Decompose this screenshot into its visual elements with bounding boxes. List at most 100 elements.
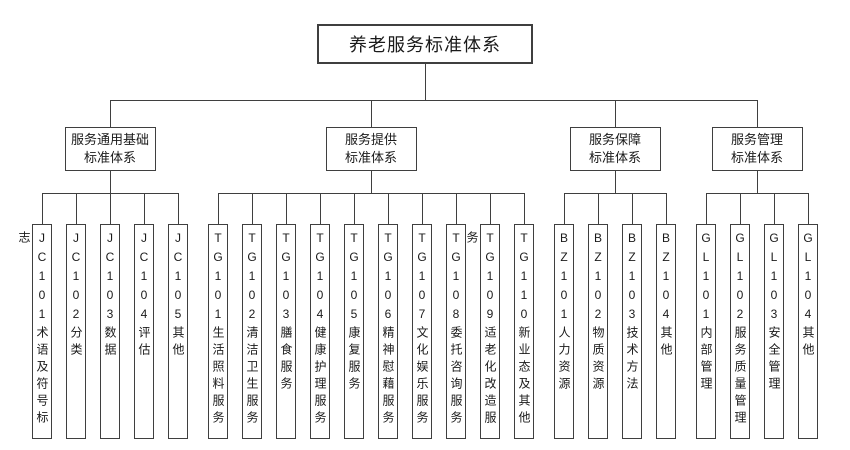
leaf-node: JC103数据: [93, 193, 128, 439]
leaf-label: 生活照料服务: [211, 326, 225, 428]
leaf-box-bz103: BZ103技术方法: [622, 224, 642, 439]
leaf-node: BZ101人力资源: [547, 193, 582, 439]
leaf-code: TG110: [517, 231, 531, 326]
branches-row: 服务通用基础 标准体系 JC101术语及符号标志 JC102分类 JC103数据…: [17, 64, 828, 439]
leaf-box-jc103: JC103数据: [100, 224, 120, 439]
leaf-code: GL102: [733, 231, 747, 326]
leaf-label: 分类: [69, 326, 83, 360]
leaf-node: GL101内部管理: [689, 193, 724, 439]
leaf-box-tg107: TG107文化娱乐服务: [412, 224, 432, 439]
leaf-code: JC102: [69, 231, 83, 326]
leaf-node: TG104健康护理服务: [303, 193, 338, 439]
leaf-code: BZ101: [557, 231, 571, 326]
leaves-row-jc: JC101术语及符号标志 JC102分类 JC103数据 JC104评估 JC1…: [17, 171, 195, 439]
leaf-node: TG102清洁卫生服务: [235, 193, 270, 439]
leaf-box-bz102: BZ102物质资源: [588, 224, 608, 439]
leaf-code: TG107: [415, 231, 429, 326]
leaf-code: TG104: [313, 231, 327, 326]
leaves-row-gl: GL101内部管理 GL102服务质量管理 GL103安全管理 GL104其他: [689, 171, 825, 439]
branch-label-line1: 服务通用基础: [70, 132, 149, 147]
leaf-code: JC104: [137, 231, 151, 326]
leaf-code: TG106: [381, 231, 395, 326]
leaf-box-jc102: JC102分类: [66, 224, 86, 439]
standard-system-tree: 养老服务标准体系 服务通用基础 标准体系 JC101术语及符号标志 JC102分…: [17, 24, 828, 439]
leaf-node: BZ104其他: [649, 193, 683, 439]
leaf-label: 数据: [103, 326, 117, 360]
leaf-code: GL103: [767, 231, 781, 326]
branch-label-line2: 标准体系: [730, 150, 783, 165]
leaf-code: GL104: [801, 231, 815, 326]
leaves-row-bz: BZ101人力资源 BZ102物质资源 BZ103技术方法 BZ104其他: [547, 171, 683, 439]
leaf-label: 安全管理: [767, 326, 781, 394]
leaf-label: 其他: [171, 326, 185, 360]
leaf-code: GL101: [699, 231, 713, 326]
leaf-code: BZ104: [659, 231, 673, 326]
leaf-box-gl104: GL104其他: [798, 224, 818, 439]
branch-node-gl: 服务管理 标准体系: [711, 127, 803, 171]
leaf-label: 文化娱乐服务: [415, 326, 429, 428]
leaf-code: BZ102: [591, 231, 605, 326]
branch-jc: 服务通用基础 标准体系 JC101术语及符号标志 JC102分类 JC103数据…: [17, 100, 199, 439]
branch-gl: 服务管理 标准体系 GL101内部管理 GL102服务质量管理 GL103安全管…: [686, 100, 828, 439]
leaf-label: 膳食服务: [279, 326, 293, 394]
leaf-box-tg102: TG102清洁卫生服务: [242, 224, 262, 439]
leaf-label: 其他: [659, 326, 673, 360]
leaf-label: 技术方法: [625, 326, 639, 394]
leaf-label: 内部管理: [699, 326, 713, 394]
branch-label-line2: 标准体系: [83, 150, 136, 165]
leaf-label: 康复服务: [347, 326, 361, 394]
leaf-box-tg108: TG108委托咨询服务: [446, 224, 466, 439]
branch-bz: 服务保障 标准体系 BZ101人力资源 BZ102物质资源 BZ103技术方法 …: [544, 100, 687, 439]
leaf-box-jc101: JC101术语及符号标志: [17, 224, 52, 439]
leaf-code: TG108: [449, 231, 463, 326]
leaf-label: 精神慰藉服务: [381, 326, 395, 428]
leaf-box-bz104: BZ104其他: [656, 224, 676, 439]
leaf-code: TG101: [211, 231, 225, 326]
leaf-node: GL102服务质量管理: [723, 193, 758, 439]
leaf-box-tg105: TG105康复服务: [344, 224, 364, 439]
leaf-label: 服务质量管理: [733, 326, 747, 428]
branch-label-line1: 服务提供: [344, 132, 397, 147]
branch-node-bz: 服务保障 标准体系: [569, 127, 661, 171]
branch-label-line1: 服务保障: [588, 132, 641, 147]
leaf-box-gl101: GL101内部管理: [696, 224, 716, 439]
leaf-node: TG108委托咨询服务: [439, 193, 474, 439]
leaf-code: BZ103: [625, 231, 639, 326]
leaf-label: 人力资源: [557, 326, 571, 394]
branch-node-jc: 服务通用基础 标准体系: [64, 127, 156, 171]
leaf-label: 其他: [801, 326, 815, 360]
leaf-node: JC105其他: [161, 193, 195, 439]
leaf-box-tg110: TG110新业态及其他: [514, 224, 534, 439]
leaf-label: 物质资源: [591, 326, 605, 394]
leaf-label: 适老化改造服务: [465, 231, 497, 428]
leaf-code: TG102: [245, 231, 259, 326]
leaf-node: TG110新业态及其他: [507, 193, 541, 439]
leaves-row-tg: TG101生活照料服务 TG102清洁卫生服务 TG103膳食服务 TG104健…: [201, 171, 541, 439]
leaf-code: TG109: [483, 231, 497, 326]
leaf-node: TG106精神慰藉服务: [371, 193, 406, 439]
leaf-box-tg103: TG103膳食服务: [276, 224, 296, 439]
branch-label-line1: 服务管理: [730, 132, 783, 147]
leaf-box-tg106: TG106精神慰藉服务: [378, 224, 398, 439]
leaf-box-tg104: TG104健康护理服务: [310, 224, 330, 439]
leaf-code: TG103: [279, 231, 293, 326]
leaf-code: JC101: [35, 231, 49, 326]
leaf-box-tg109: TG109适老化改造服务: [465, 224, 500, 439]
leaf-label: 委托咨询服务: [449, 326, 463, 428]
root-node: 养老服务标准体系: [317, 24, 533, 64]
leaf-node: TG105康复服务: [337, 193, 372, 439]
leaf-label: 健康护理服务: [313, 326, 327, 428]
leaf-box-jc105: JC105其他: [168, 224, 188, 439]
branch-tg: 服务提供 标准体系 TG101生活照料服务 TG102清洁卫生服务 TG103膳…: [198, 100, 545, 439]
leaf-box-tg101: TG101生活照料服务: [208, 224, 228, 439]
leaf-node: TG101生活照料服务: [201, 193, 236, 439]
leaf-node: JC102分类: [59, 193, 94, 439]
leaf-code: JC105: [171, 231, 185, 326]
leaf-node: TG107文化娱乐服务: [405, 193, 440, 439]
leaf-node: GL103安全管理: [757, 193, 792, 439]
leaf-label: 评估: [137, 326, 151, 360]
leaf-code: JC103: [103, 231, 117, 326]
leaf-node: TG103膳食服务: [269, 193, 304, 439]
leaf-label: 术语及符号标志: [17, 231, 49, 428]
